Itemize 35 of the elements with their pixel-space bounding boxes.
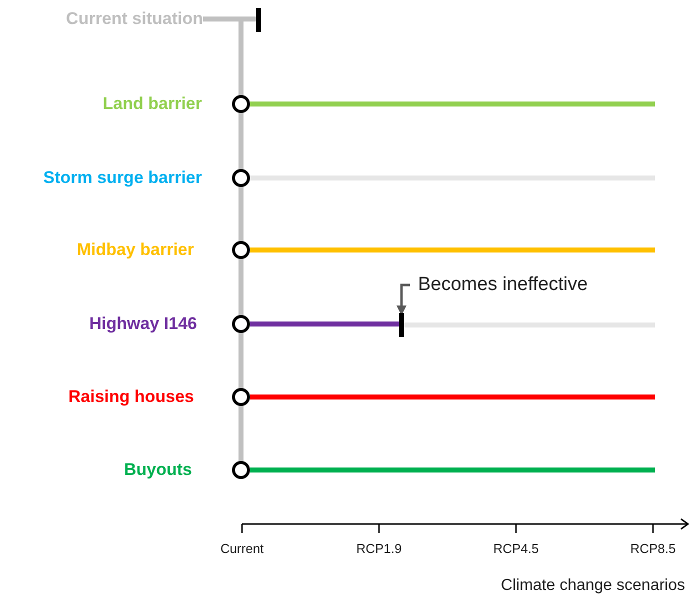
tick-label: RCP4.5 [492,541,540,557]
pathway-line [238,187,244,241]
strategy-label: Midbay barrier [20,240,194,260]
pathway-node-circle [232,95,250,113]
pathway-line [404,322,655,328]
strategy-label: Highway I146 [20,314,197,334]
pathway-line [250,322,399,326]
tipping-point-mark [399,313,404,337]
pathway-node-circle [232,388,250,406]
pathway-line [250,248,655,252]
pathway-line [238,113,244,169]
pathway-line [250,468,655,472]
strategy-label: Buyouts [20,460,192,480]
pathway-line [250,394,655,400]
pathway-node-circle [232,461,250,479]
annotation-text: Becomes ineffective [418,274,588,296]
pathway-line [238,259,244,315]
pathway-line [250,102,655,106]
pathway-node-circle [232,169,250,187]
strategy-label: Current situation [20,9,203,29]
strategy-label: Storm surge barrier [5,168,202,188]
pathway-line [203,16,256,22]
pathway-node-circle [232,315,250,333]
tick-label: RCP1.9 [355,541,403,557]
tick-label: RCP8.5 [629,541,677,557]
leader-arrow [396,284,410,316]
pathway-line [238,406,244,461]
axis-title: Climate change scenarios [500,576,685,596]
pathway-node-circle [232,241,250,259]
tick-label: Current [219,541,265,557]
pathway-line [250,176,655,180]
pathway-line [238,333,244,388]
tipping-point-mark [256,8,261,32]
strategy-label: Raising houses [20,387,194,407]
strategy-label: Land barrier [20,94,202,114]
